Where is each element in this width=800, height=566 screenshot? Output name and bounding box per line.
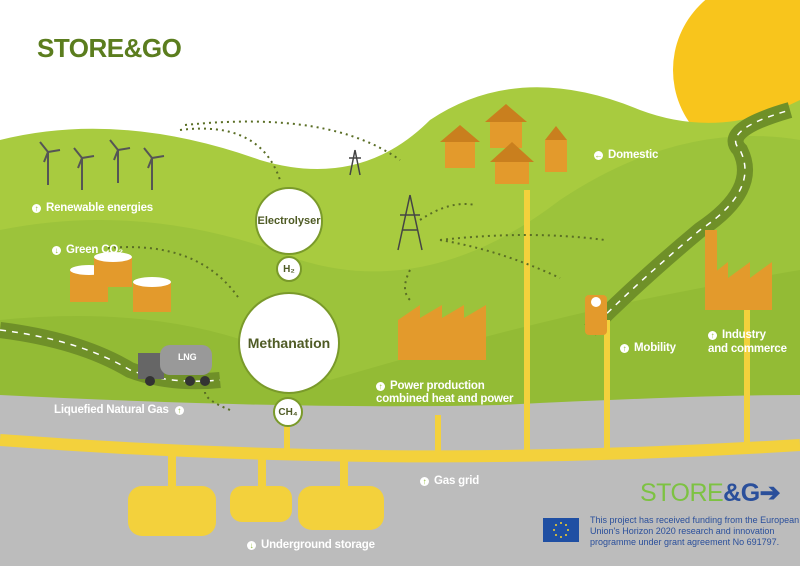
label-renewable: ↑Renewable energies [32,202,153,214]
truck-lng-text: LNG [178,352,197,362]
lng-truck [138,345,212,386]
arrow-down-icon: ↓ [52,246,61,255]
storage-tanks [128,455,384,536]
methanation-node: Methanation [238,292,340,394]
arrow-left-icon: ← [594,151,603,160]
label-mobility: ↑Mobility [620,342,676,354]
power-plant [398,305,486,360]
pylons [349,149,423,251]
h2-label: H₂ [283,263,295,275]
flow-arrows [107,120,606,411]
label-lng: Liquefied Natural Gas ↑ [54,404,184,416]
electrolyser-node: Electrolyser [255,187,323,255]
wind-turbines [39,139,165,190]
funding-notice: This project has received funding from t… [590,515,800,547]
arrow-up-icon: ↑ [420,477,429,486]
electrolyser-label: Electrolyser [257,215,321,227]
arrow-up-icon: ↑ [174,406,184,415]
h2-node: H₂ [276,256,302,282]
gas-grid-pipe [0,434,800,463]
label-domestic: ←Domestic [594,149,659,161]
label-storage: ↓Underground storage [247,539,375,551]
label-green-co2: ↓Green CO₂ [52,244,123,256]
arrow-up-icon: ↑ [708,331,717,340]
factory [705,230,772,310]
arrow-up-icon: ↑ [376,382,385,391]
label-gas-grid: ↑Gas grid [420,475,479,487]
arrow-up-icon: ↑ [32,204,41,213]
fuel-pump [585,295,607,335]
page-title: STORE&GO [37,33,182,63]
ch4-label: CH₄ [278,406,298,418]
methanation-label: Methanation [247,335,331,351]
co2-tanks [70,252,171,312]
ch4-node: CH₄ [273,397,303,427]
arrow-up-icon: ↑ [620,344,629,353]
eu-flag-icon [543,518,579,542]
supply-pipes [284,190,750,460]
arrow-down-icon: ↓ [247,541,256,550]
footer-logo: STORE&G➔ [640,479,781,507]
houses [440,104,567,184]
